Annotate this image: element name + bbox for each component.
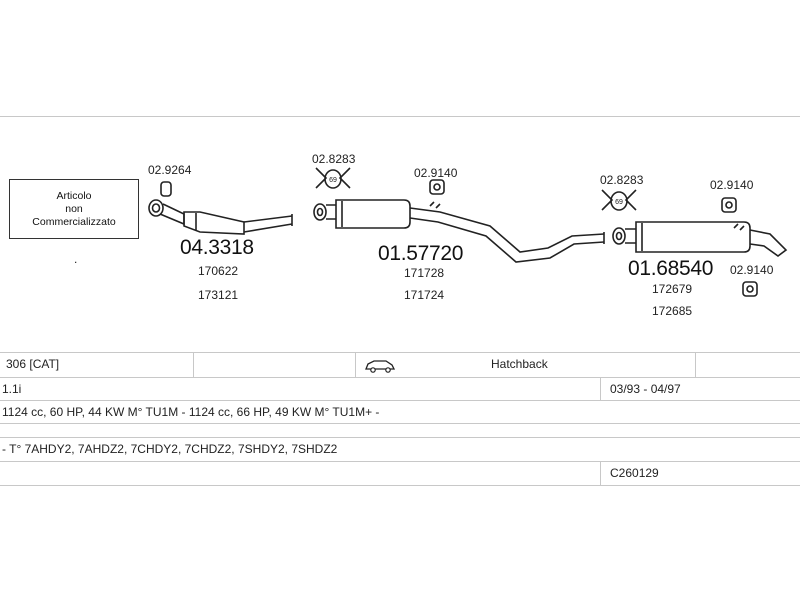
note-line-2: non (65, 202, 83, 215)
rubber-mount-drawing (160, 181, 172, 197)
fitting-code: 02.8283 (312, 152, 356, 166)
vehicle-model: 306 [CAT] (6, 357, 60, 371)
engine: 1.1i (2, 382, 22, 396)
type-codes: - T° 7AHDY2, 7AHDZ2, 7CHDY2, 7CHDZ2, 7SH… (2, 442, 338, 456)
fitting-code: 02.8283 (600, 173, 644, 187)
frame-top-line (0, 116, 800, 117)
part-code: 01.57720 (378, 242, 464, 265)
bracket-drawing (429, 179, 445, 195)
table-row-line (0, 377, 800, 378)
ref-number: 171724 (404, 288, 445, 302)
ref-number: 170622 (198, 264, 239, 278)
table-bottom-line (0, 485, 800, 486)
production-dates: 03/93 - 04/97 (610, 382, 681, 396)
clamp-drawing (601, 189, 637, 211)
clamp-badge: 69 (615, 199, 623, 206)
ref-number: 173121 (198, 288, 239, 302)
table-row-line (0, 437, 800, 438)
fitting-code: 02.9140 (710, 178, 754, 192)
ref-number: 172685 (652, 304, 693, 318)
catalogue-ref: C260129 (610, 466, 659, 480)
bracket-drawing (721, 197, 737, 213)
bracket-drawing (742, 281, 758, 297)
stray-dot: . (74, 252, 78, 266)
table-top-line (0, 352, 800, 353)
table-row-line (0, 423, 800, 424)
fitting-code: 02.9140 (414, 166, 458, 180)
rear-silencer-drawing (612, 221, 788, 257)
part-code: 04.3318 (180, 236, 254, 259)
table-col-line (600, 377, 601, 400)
fitting-code: 02.9264 (148, 163, 192, 177)
body-type: Hatchback (491, 357, 548, 371)
note-line-1: Articolo (56, 189, 92, 202)
table-col-line (600, 461, 601, 485)
note-line-3: Commercializzato (32, 215, 116, 228)
table-row-line (0, 461, 800, 462)
table-col-line (355, 352, 356, 377)
table-col-line (193, 352, 194, 377)
fitting-code: 02.9140 (730, 263, 774, 277)
not-available-note: Articolo non Commercializzato (9, 179, 139, 239)
car-icon (364, 358, 396, 379)
part-code: 01.68540 (628, 257, 714, 280)
clamp-badge: 69 (329, 177, 337, 184)
table-row-line (0, 400, 800, 401)
middle-silencer-drawing (313, 199, 605, 263)
catalytic-converter-drawing (148, 199, 293, 235)
engine-specs: 1124 cc, 60 HP, 44 KW M° TU1M - 1124 cc,… (2, 405, 380, 419)
ref-number: 172679 (652, 282, 693, 296)
ref-number: 171728 (404, 266, 445, 280)
clamp-drawing (315, 167, 351, 189)
table-col-line (695, 352, 696, 377)
